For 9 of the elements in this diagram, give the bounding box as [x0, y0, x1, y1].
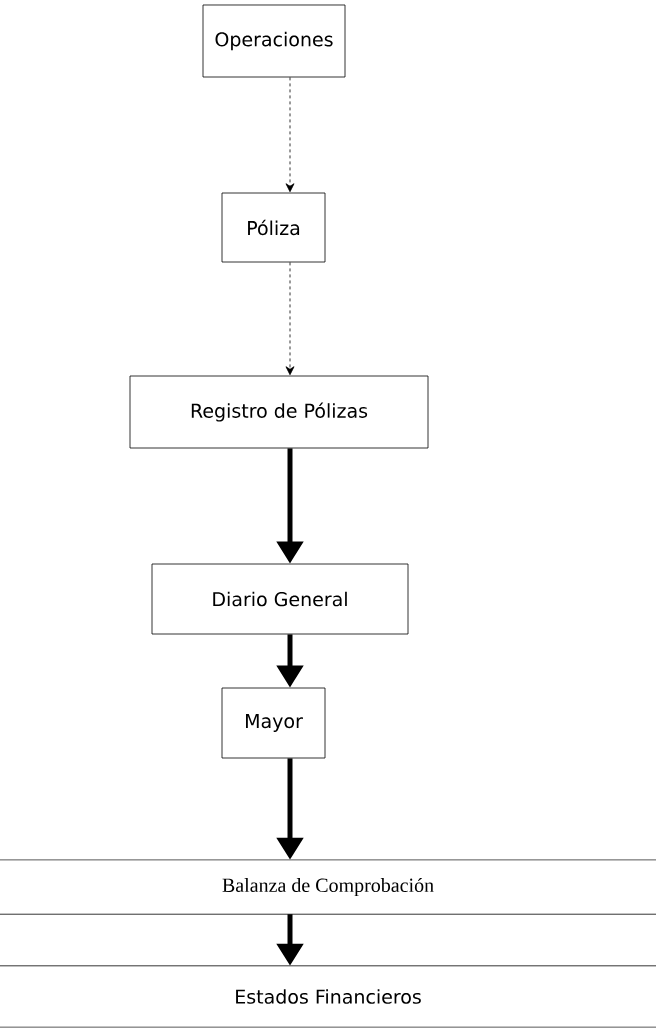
- ruled-band: Estados Financieros: [0, 965, 656, 1028]
- arrow: [285, 262, 295, 376]
- process-box: Mayor: [221, 687, 326, 759]
- process-box: Operaciones: [202, 4, 346, 78]
- process-box: Póliza: [221, 192, 326, 263]
- ruled-band: Balanza de Comprobación: [0, 859, 656, 915]
- process-box: Registro de Pólizas: [129, 375, 429, 449]
- arrow: [285, 77, 295, 193]
- process-box: Diario General: [151, 563, 409, 635]
